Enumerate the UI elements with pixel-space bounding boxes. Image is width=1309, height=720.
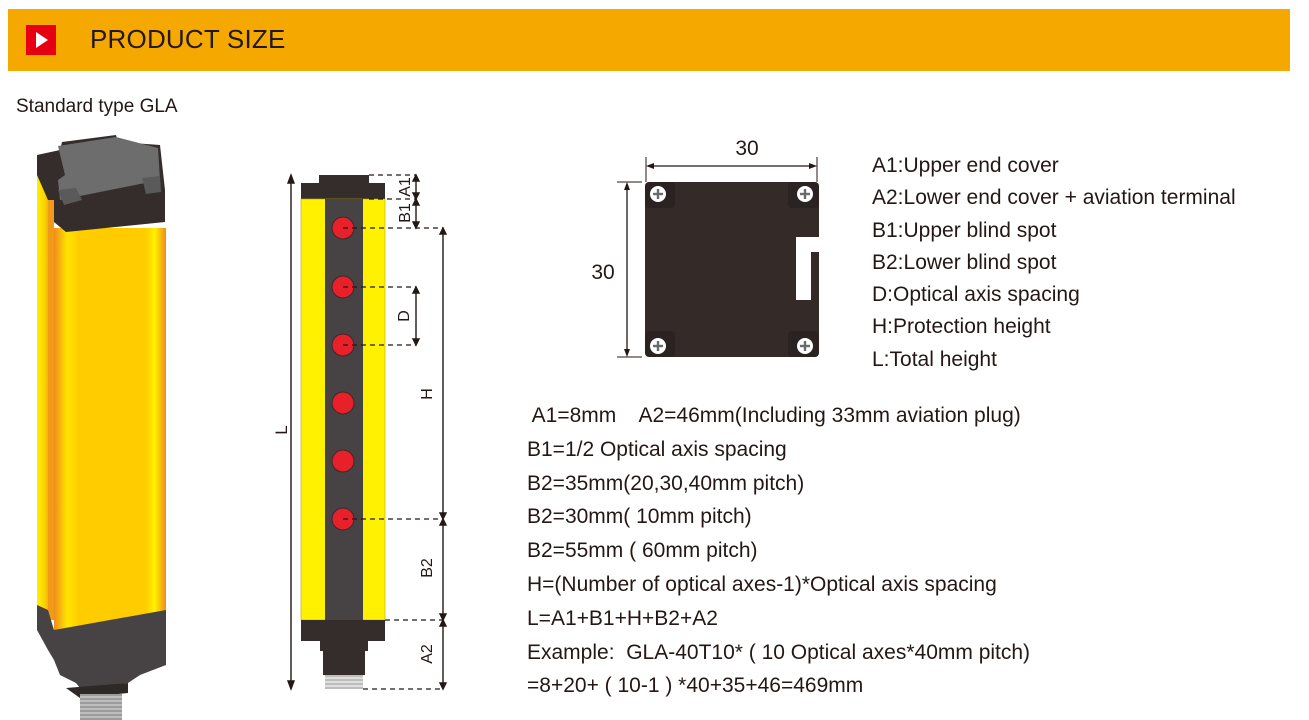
screw-icons: [645, 182, 819, 357]
dimension-formulas: A1=8mm A2=46mm(Including 33mm aviation p…: [527, 399, 1030, 703]
legend-item-a2: A2:Lower end cover + aviation terminal: [872, 186, 1236, 210]
dim-label-L: L: [272, 425, 291, 434]
legend-item-a1: A1:Upper end cover: [872, 154, 1059, 177]
dim-label-H: H: [419, 388, 436, 400]
section-banner: PRODUCT SIZE: [8, 9, 1290, 71]
legend-item-l: L:Total height: [872, 347, 997, 371]
dimension-legend: A1:Upper end cover A2:Lower end cover + …: [872, 150, 1236, 376]
threaded-connector: [80, 694, 122, 720]
dim-label-A2: A2: [419, 644, 436, 664]
example-calculation: =8+20+ ( 10-1 ) *40+35+46=469mm: [527, 674, 864, 698]
product-3d-illustration: [37, 135, 166, 720]
example-model: Example: GLA-40T10* ( 10 Optical axes*40…: [527, 640, 1031, 664]
width-dimension-label: 30: [735, 137, 758, 160]
play-icon: [26, 25, 56, 55]
formula-b2-60mm: B2=55mm ( 60mm pitch): [527, 539, 758, 563]
dim-label-B2: B2: [419, 558, 436, 578]
legend-item-b2: B2:Lower blind spot: [872, 250, 1057, 274]
dim-label-A1: A1: [397, 177, 414, 197]
connector-thread: [325, 675, 363, 689]
formula-b1: B1=1/2 Optical axis spacing: [527, 437, 787, 461]
formula-b2-standard: B2=35mm(20,30,40mm pitch): [527, 471, 805, 495]
front-view-drawing: L A1 B1 D H B2 A2: [272, 173, 448, 691]
dim-label-D: D: [396, 310, 413, 322]
formula-a1-a2: A1=8mm A2=46mm(Including 33mm aviation p…: [527, 404, 1021, 427]
height-dimension-label: 30: [591, 261, 614, 284]
formula-h: H=(Number of optical axes-1)*Optical axi…: [527, 572, 997, 596]
legend-item-h: H:Protection height: [872, 315, 1051, 339]
legend-item-d: D:Optical axis spacing: [872, 283, 1080, 307]
dim-label-B1: B1: [397, 203, 414, 223]
cross-section-drawing: 30 30: [591, 137, 819, 358]
legend-item-b1: B1:Upper blind spot: [872, 218, 1057, 242]
formula-l: L=A1+B1+H+B2+A2: [527, 606, 718, 630]
section-title: PRODUCT SIZE: [90, 24, 286, 54]
product-type-label: Standard type GLA: [16, 96, 178, 117]
formula-b2-10mm: B2=30mm( 10mm pitch): [527, 505, 752, 529]
